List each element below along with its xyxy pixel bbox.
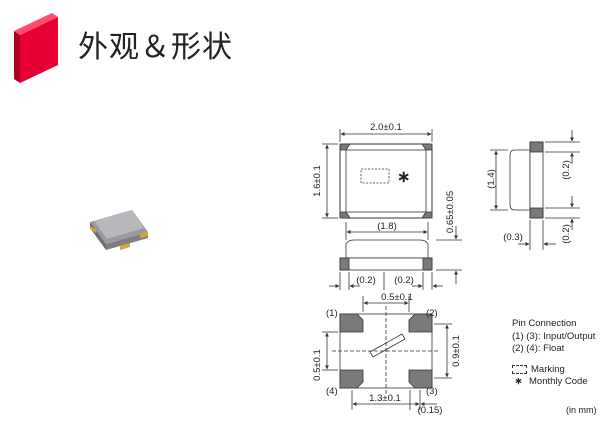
dim-side-pad-bottom: (0.2) [561, 224, 572, 244]
unit-note: (in mm) [566, 405, 597, 415]
legend-io: (1) (3): Input/Output [512, 330, 596, 342]
front-view-body [345, 239, 429, 259]
marking-star: ∗ [397, 169, 410, 186]
side-view-body [509, 149, 531, 211]
pin-3-label: (3) [426, 386, 438, 397]
legend-title: Pin Connection [512, 318, 577, 329]
pin-2-label: (2) [426, 308, 438, 319]
dim-side-height: (1.4) [486, 169, 497, 189]
page-title: 外观＆形状 [78, 30, 233, 65]
legend-float: (2) (4): Float [512, 343, 565, 354]
dim-pad-right: (0.2) [394, 275, 414, 286]
dim-thickness: 0.65±0.05 [445, 191, 456, 233]
brand-logo-icon [14, 13, 58, 83]
dim-side-offset: (0.3) [503, 232, 523, 243]
pin-1-label: (1) [326, 308, 338, 319]
pin-legend: Pin Connection (1) (3): Input/Output (2)… [512, 318, 595, 389]
dim-pad-left: (0.2) [356, 275, 376, 286]
bottom-diagonal [369, 333, 406, 358]
marking-box [360, 168, 390, 184]
top-view-corner [339, 143, 351, 151]
legend-marking-row: Marking [512, 364, 595, 377]
pad-1 [339, 313, 364, 333]
dim-bottom-pad-height: 0.5±0.1 [312, 349, 323, 381]
pin-4-label: (4) [326, 386, 338, 397]
dim-bottom-gap: (0.15) [418, 405, 443, 416]
star-icon: ∗ [514, 376, 523, 387]
dim-side-pad-top: (0.2) [561, 160, 572, 180]
dim-bottom-pitch-v: 0.9±0.1 [451, 335, 462, 367]
pad-4 [339, 369, 364, 389]
dim-body-length: (1.8) [377, 221, 397, 232]
dim-top-width: 2.0±0.1 [370, 122, 402, 133]
marking-box-icon [512, 365, 527, 375]
dim-bottom-pitch-h: 1.3±0.1 [369, 393, 401, 404]
pad-3 [408, 369, 433, 389]
dim-pin-spacing: 0.5±0.1 [381, 292, 413, 303]
product-photo [90, 210, 148, 250]
legend-monthly-row: ∗ Monthly Code [512, 376, 595, 389]
pad-2 [408, 313, 433, 333]
dim-top-height: 1.6±0.1 [312, 165, 323, 197]
legend-monthly-code: Monthly Code [529, 376, 588, 387]
legend-marking: Marking [531, 363, 565, 375]
